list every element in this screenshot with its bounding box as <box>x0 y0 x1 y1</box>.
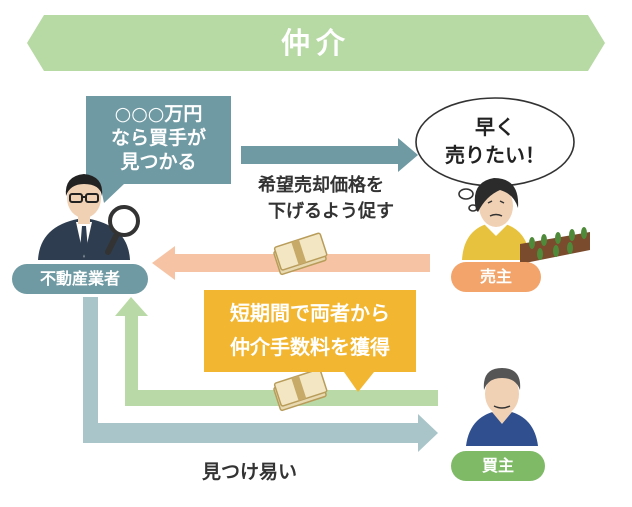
arrow-agent-to-buyer <box>83 297 438 452</box>
bottom-label: 見つけ易い <box>202 461 298 483</box>
plants-icon <box>520 227 590 264</box>
money-bundle-icon <box>273 368 328 412</box>
arrow-label-line: 希望売却価格を <box>258 175 384 196</box>
agent-callout-line: 見つかる <box>120 151 197 173</box>
agent-callout-line: ○○○万円 <box>114 103 203 125</box>
agent-callout: ○○○万円 なら買手が 見つかる <box>86 102 231 174</box>
money-bundle-icon <box>273 232 328 276</box>
arrow-label-line: 下げるよう促す <box>268 201 394 222</box>
seller-label: 売主 <box>451 262 541 292</box>
arrow-label: 希望売却価格を 下げるよう促す <box>258 173 394 225</box>
buyer-person-icon <box>466 368 538 446</box>
arrow-buyer-to-agent <box>115 297 438 406</box>
fee-callout: 短期間で両者から 仲介手数料を獲得 <box>204 296 416 364</box>
seller-thought-line: 早く <box>475 115 515 139</box>
magnifier-icon <box>105 205 140 255</box>
fee-callout-line: 短期間で両者から <box>230 301 390 325</box>
seller-thought: 早く 売りたい！ <box>416 113 574 169</box>
agent-callout-line: なら買手が <box>110 127 206 149</box>
arrow-agent-to-seller <box>241 138 418 172</box>
seller-person-icon <box>462 178 530 260</box>
seller-thought-line: 売りたい！ <box>445 143 545 167</box>
fee-callout-box <box>204 290 416 392</box>
agent-callout-box <box>86 96 231 203</box>
page-title: 仲介 <box>280 26 351 60</box>
agent-label: 不動産業者 <box>12 264 148 294</box>
buyer-label: 買主 <box>451 451 545 481</box>
fee-callout-line: 仲介手数料を獲得 <box>230 335 390 359</box>
